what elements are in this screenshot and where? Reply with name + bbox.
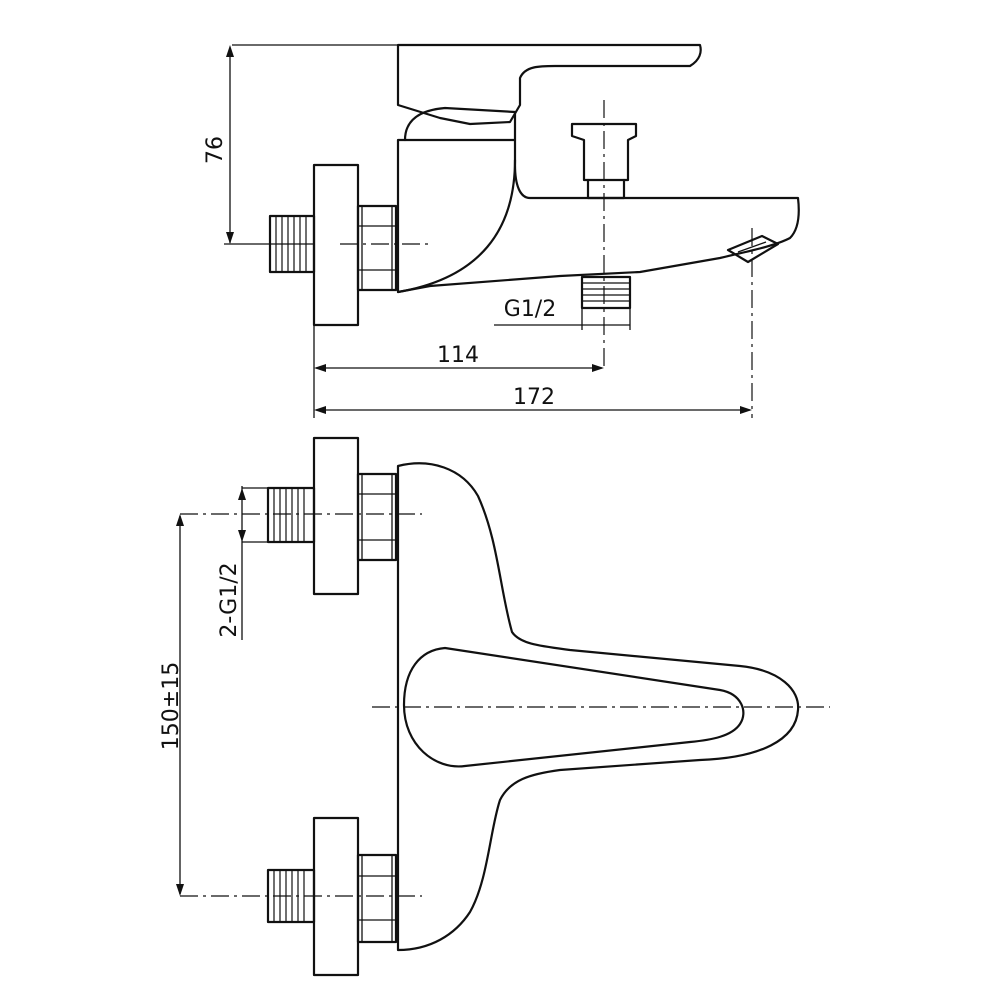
dim-114 — [313, 325, 604, 418]
diverter-knob — [570, 122, 638, 200]
handle-lever — [396, 43, 702, 126]
handle-dome — [403, 106, 517, 142]
label-172: 172 — [513, 385, 555, 410]
dim-172 — [314, 406, 752, 414]
label-150: 150±15 — [159, 662, 184, 750]
wall-flange-top — [312, 163, 360, 327]
hex-nut-lower — [356, 853, 398, 944]
hex-nut-top — [356, 204, 398, 292]
dim-2g12 — [238, 486, 268, 640]
inlet-thread-upper — [266, 486, 316, 544]
label-76: 76 — [203, 136, 228, 164]
dim-76 — [224, 45, 314, 245]
side-view: 76 G1/2 114 172 — [203, 43, 800, 418]
body-inner-curve — [396, 158, 517, 294]
inlet-thread-lower-body — [266, 868, 316, 924]
dim-g12 — [494, 308, 631, 330]
label-g12: G1/2 — [504, 297, 556, 322]
aerator — [726, 234, 780, 264]
front-view: 2-G1/2 150±15 — [159, 436, 830, 977]
hex-nut-upper — [356, 472, 398, 562]
label-2g12: 2-G1/2 — [217, 562, 242, 637]
faucet-body-spout — [396, 138, 800, 294]
shower-outlet-thread — [580, 275, 632, 310]
front-body-outline — [396, 462, 800, 952]
label-114: 114 — [437, 343, 479, 368]
wall-flange-upper — [312, 436, 360, 596]
dim-150 — [176, 514, 184, 896]
handle-lens — [402, 646, 745, 768]
